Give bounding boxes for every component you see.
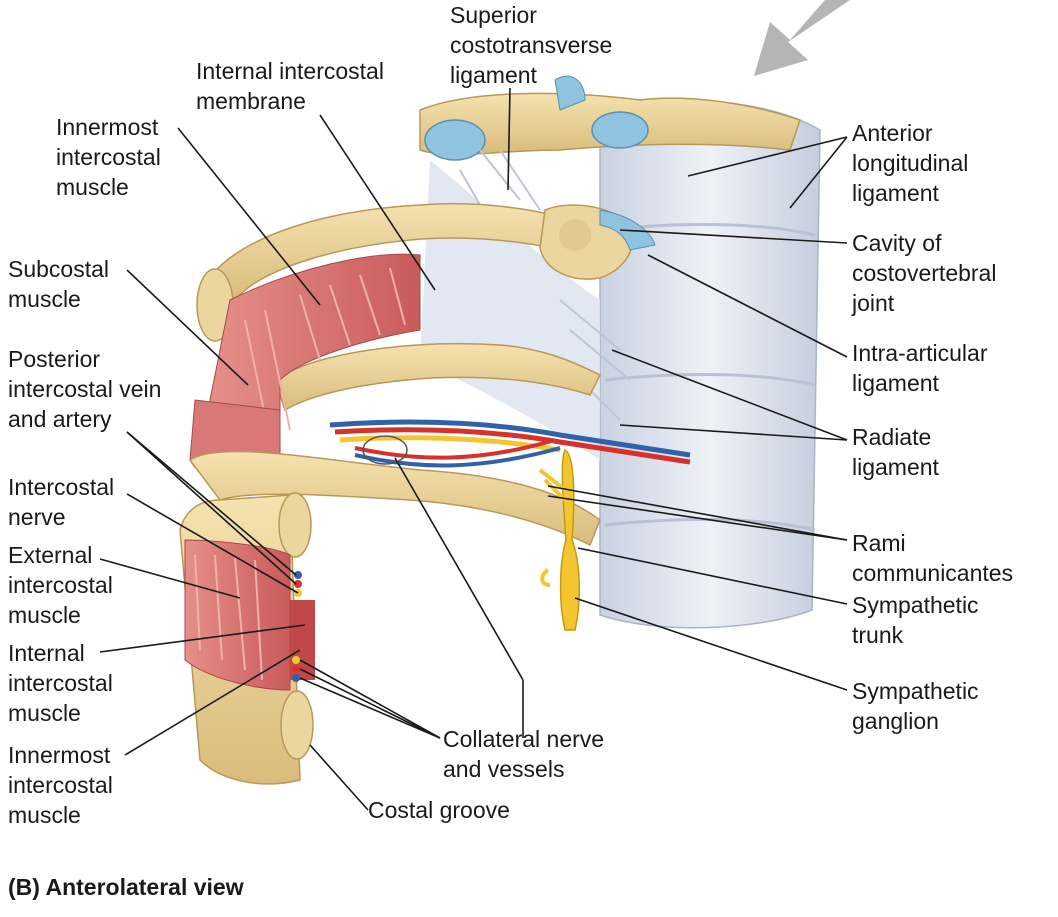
label-posterior-intercostal-vein-artery: Posterior intercostal vein and artery (8, 346, 162, 432)
label-intra-articular-ligament: Intra-articular ligament (852, 340, 988, 396)
label-internal-intercostal-muscle: Internal intercostal muscle (8, 640, 113, 726)
label-anterior-longitudinal-ligament: Anterior longitudinal ligament (852, 120, 969, 206)
intercostal-vessels (329, 419, 691, 468)
label-sympathetic-ganglion: Sympathetic ganglion (852, 678, 979, 734)
label-intercostal-nerve: Intercostal nerve (8, 474, 115, 530)
sympathetic-trunk (538, 448, 581, 631)
vertebra-top (419, 75, 801, 161)
figure-caption: (B) Anterolateral view (8, 874, 244, 900)
label-external-intercostal-muscle: External intercostal muscle (8, 542, 113, 628)
label-innermost-intercostal-muscle-bottom: Innermost intercostal muscle (8, 742, 113, 828)
label-radiate-ligament: Radiate ligament (852, 424, 939, 480)
middle-rib (274, 343, 602, 412)
leader-lines (99, 87, 848, 811)
label-internal-intercostal-membrane: Internal intercostal membrane (196, 58, 384, 114)
label-rami-communicantes: Rami communicantes (852, 530, 1014, 586)
label-subcostal-muscle: Subcostal muscle (8, 256, 110, 312)
label-collateral-nerve-vessels: Collateral nerve and vessels (443, 726, 605, 782)
label-sympathetic-trunk: Sympathetic trunk (852, 592, 979, 648)
view-direction-arrow (754, 0, 850, 76)
label-cavity-costovertebral-joint: Cavity of costovertebral joint (852, 230, 997, 316)
label-costal-groove: Costal groove (368, 797, 510, 823)
ligament-fibers (420, 149, 631, 460)
vertebral-column (599, 99, 821, 629)
label-superior-costotransverse-ligament: Superior costotransverse ligament (450, 2, 613, 88)
upper-rib (196, 202, 571, 342)
label-innermost-intercostal-muscle-top: Innermost intercostal muscle (56, 114, 161, 200)
